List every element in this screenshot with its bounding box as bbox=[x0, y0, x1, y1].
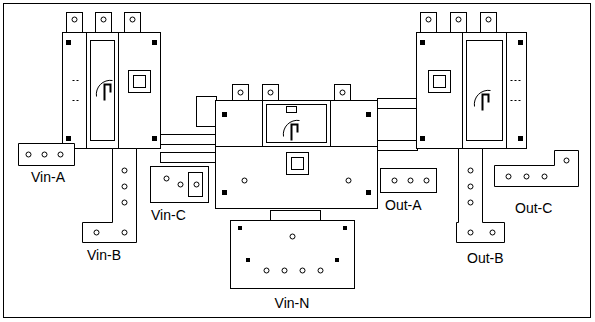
terminal-label: Out-B bbox=[466, 250, 505, 266]
terminal-label: Vin-B bbox=[86, 247, 122, 263]
terminal-label: Vin-C bbox=[150, 207, 187, 223]
terminal-label: Out-C bbox=[514, 200, 553, 216]
terminal-label: Out-A bbox=[384, 197, 423, 213]
terminal-label: Vin-N bbox=[274, 295, 311, 311]
terminal-label: Vin-A bbox=[30, 169, 66, 185]
